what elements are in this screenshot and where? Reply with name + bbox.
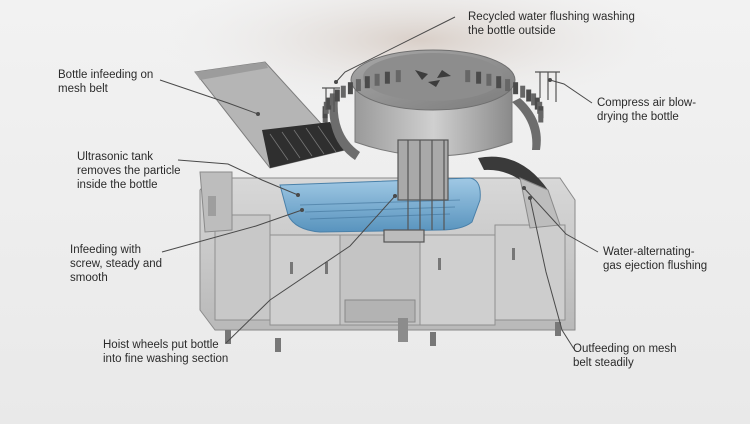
callout-line: Compress air blow- xyxy=(597,97,697,109)
bottle xyxy=(347,82,353,95)
callout-line: screw, steady and xyxy=(70,258,163,270)
air-nozzle-rig xyxy=(322,71,560,112)
leader-infeeding-screw xyxy=(161,209,303,253)
bottle xyxy=(364,76,370,89)
leader-recycled-water xyxy=(335,16,456,83)
bottle xyxy=(384,71,390,84)
callout-outfeeding: Outfeeding on mesh belt steadily xyxy=(573,342,677,370)
callout-line: removes the particle xyxy=(77,165,181,177)
bottle xyxy=(513,82,519,95)
bottle xyxy=(465,70,471,83)
callout-line: mesh belt xyxy=(58,83,108,95)
washing-mechanism xyxy=(383,139,449,243)
bottle xyxy=(486,73,492,86)
leader-bottle-infeeding xyxy=(159,79,259,115)
bottle xyxy=(329,93,335,106)
callout-line: Ultrasonic tank xyxy=(77,151,154,163)
callout-line: the bottle outside xyxy=(468,25,556,37)
bottle-carousel xyxy=(329,95,541,160)
rotary-drum xyxy=(350,49,516,157)
callout-line: Hoist wheels put bottle xyxy=(103,339,219,351)
callout-bottle-infeeding: Bottle infeeding on mesh belt xyxy=(58,68,153,96)
callout-line: belt steadily xyxy=(573,357,634,369)
bottle xyxy=(326,97,332,110)
callout-ultrasonic-tank: Ultrasonic tank removes the particle ins… xyxy=(77,150,181,192)
callout-line: gas ejection flushing xyxy=(603,260,708,272)
leader-lines xyxy=(159,16,599,350)
bottle xyxy=(538,110,544,123)
bottle xyxy=(505,79,511,92)
left-side-tank xyxy=(199,171,233,233)
bottle xyxy=(355,79,361,92)
bottle xyxy=(496,76,502,89)
fan-vent-icon xyxy=(415,70,451,87)
bottle xyxy=(395,70,401,83)
callout-water-gas: Water-alternating- gas ejection flushing xyxy=(603,245,707,273)
bottle xyxy=(520,85,526,98)
bottle xyxy=(340,85,346,98)
callout-line: inside the bottle xyxy=(77,179,158,191)
callout-line: Water-alternating- xyxy=(603,246,695,258)
bottle xyxy=(531,93,537,106)
callout-line: Recycled water flushing washing xyxy=(468,11,635,23)
leader-outfeeding xyxy=(529,197,575,350)
bottle xyxy=(476,71,482,84)
callout-line: Bottle infeeding on xyxy=(58,69,154,81)
callout-line: into fine washing section xyxy=(103,353,229,365)
leader-water-gas xyxy=(523,187,599,253)
infeed-mesh-belt xyxy=(194,61,346,169)
bottle xyxy=(334,89,340,102)
leader-compress-air xyxy=(549,79,593,104)
tank-bottle-rows xyxy=(299,199,461,220)
leader-dots xyxy=(256,78,552,212)
callout-line: smooth xyxy=(70,272,108,284)
leader-hoist-wheels xyxy=(225,195,396,344)
callout-line: Infeeding with xyxy=(70,244,141,256)
outfeed-section xyxy=(478,156,561,229)
bottle xyxy=(374,73,380,86)
callout-compress-air: Compress air blow- drying the bottle xyxy=(597,96,696,124)
callout-hoist-wheels: Hoist wheels put bottle into fine washin… xyxy=(103,338,228,366)
bottle xyxy=(526,89,532,102)
leader-ultrasonic-tank xyxy=(177,159,299,196)
callout-line: Outfeeding on mesh xyxy=(573,343,677,355)
callout-line: drying the bottle xyxy=(597,111,679,123)
callout-infeeding-screw: Infeeding with screw, steady and smooth xyxy=(70,243,162,285)
callout-recycled-water: Recycled water flushing washing the bott… xyxy=(468,10,635,38)
